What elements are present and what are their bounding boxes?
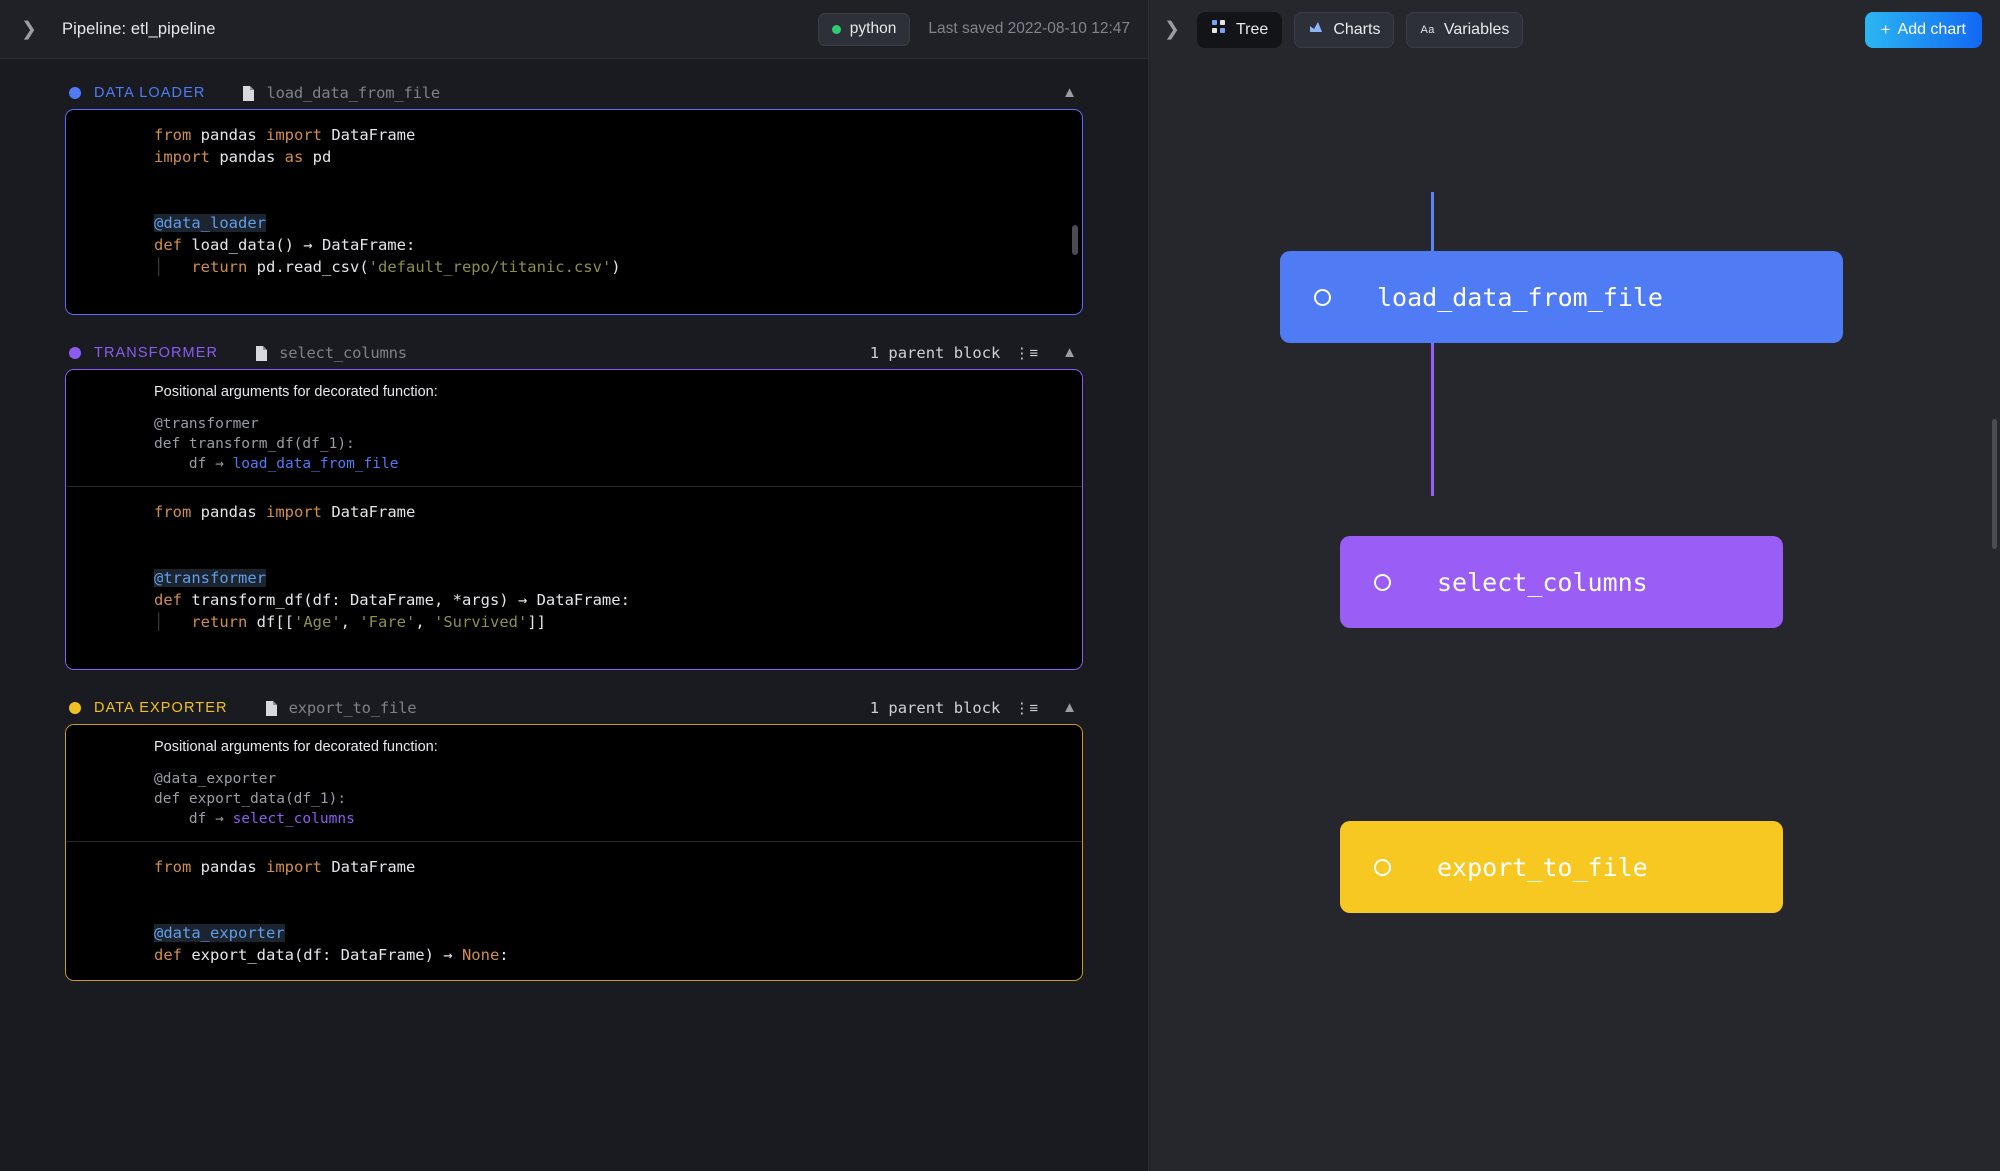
circle-idle-icon [1374,573,1391,591]
last-saved-text: Last saved 2022-08-10 12:47 [928,20,1130,37]
page-title: Pipeline: etl_pipeline [62,19,216,38]
language-label: python [849,20,897,37]
tree-node-label: export_to_file [1437,852,1648,882]
block-type-dot-icon [69,347,81,359]
block-file[interactable]: load_data_from_file [241,84,440,102]
file-icon [254,345,269,362]
tree-icon [1211,19,1227,40]
tree-node-select-columns[interactable]: select_columns [1340,536,1783,628]
tab-variables-label: Variables [1443,20,1510,38]
tab-variables[interactable]: Aa Variables [1406,11,1524,48]
block-type-dot-icon [69,87,81,99]
tree-node-load-data-from-file[interactable]: load_data_from_file [1280,251,1843,343]
block-header: DATA LOADER load_data_from_file ▲ [65,77,1083,109]
code-card[interactable]: Positional arguments for decorated funct… [65,724,1083,981]
tree-node-label: select_columns [1437,567,1648,597]
docstring-title: Positional arguments for decorated funct… [154,739,438,755]
tab-charts-label: Charts [1333,20,1381,38]
block-type-label: DATA EXPORTER [94,700,228,716]
code-card[interactable]: Positional arguments for decorated funct… [65,369,1083,670]
add-chart-label: Add chart [1897,20,1966,38]
pipeline-header-right: python Last saved 2022-08-10 12:47 [817,12,1132,46]
tree-scrollbar-thumb[interactable] [1992,419,1997,549]
layers-icon[interactable]: ⋮≡ [1014,699,1039,717]
code-scrollbar-thumb[interactable] [1072,225,1078,255]
tab-tree[interactable]: Tree [1197,11,1283,48]
chevron-up-icon[interactable]: ▲ [1062,83,1077,101]
layers-icon[interactable]: ⋮≡ [1014,344,1039,362]
block-type-label: DATA LOADER [94,85,206,101]
chevron-up-icon[interactable]: ▲ [1062,343,1077,361]
tree-toolbar: ❯ Tree Charts Aa Variables + Add chart [1149,0,2000,59]
parent-block-count: 1 parent block [869,699,1001,717]
block-header: TRANSFORMER select_columns 1 parent bloc… [65,337,1083,369]
block-type-dot-icon [69,702,81,714]
plus-icon: + [1880,20,1891,39]
docstring-code: @transformer def transform_df(df_1): df … [154,416,399,472]
block-type-label: TRANSFORMER [94,345,219,361]
tab-charts[interactable]: Charts [1294,11,1395,48]
code-editor[interactable]: from pandas import DataFrame @transforme… [66,487,1082,669]
tree-node-export-to-file[interactable]: export_to_file [1340,821,1783,913]
block-data-exporter: DATA EXPORTER export_to_file 1 parent bl… [65,692,1083,1003]
tree-edge-transformer-to-exporter [1431,344,1434,496]
tree-node-label: load_data_from_file [1377,282,1663,312]
block-data-loader: DATA LOADER load_data_from_file ▲ from [65,77,1083,337]
docstring-title: Positional arguments for decorated funct… [154,384,438,400]
block-header-actions: 1 parent block ⋮≡ ▲ [869,343,1077,363]
tab-tree-label: Tree [1236,20,1269,38]
block-file[interactable]: export_to_file [264,699,417,717]
code-editor[interactable]: from pandas import DataFrame import pand… [66,110,1082,314]
block-file-name: select_columns [279,344,407,362]
code-editor[interactable]: from pandas import DataFrame @data_expor… [66,842,1082,980]
chart-icon [1308,19,1324,40]
block-header-actions: 1 parent block ⋮≡ ▲ [869,698,1077,718]
block-docstring: Positional arguments for decorated funct… [66,370,1082,487]
parent-block-link[interactable]: select_columns [232,811,355,827]
collapse-pane-icon[interactable]: ❯ [1164,19,1180,40]
code-card[interactable]: from pandas import DataFrame import pand… [65,109,1083,315]
block-file[interactable]: select_columns [254,344,407,362]
language-badge[interactable]: python [817,12,911,46]
circle-idle-icon [1374,858,1391,876]
circle-idle-icon [1314,288,1331,306]
parent-block-link[interactable]: load_data_from_file [232,456,399,472]
block-header: DATA EXPORTER export_to_file 1 parent bl… [65,692,1083,724]
docstring-code: @data_exporter def export_data(df_1): df… [154,771,355,827]
expand-sidebar-icon[interactable]: ❯ [21,18,37,40]
parent-block-count: 1 parent block [869,344,1001,362]
block-transformer: TRANSFORMER select_columns 1 parent bloc… [65,337,1083,692]
block-file-name: export_to_file [288,699,417,717]
aa-text-icon: Aa [1420,23,1435,36]
block-file-name: load_data_from_file [266,84,440,102]
pipeline-header: ❯ Pipeline: etl_pipeline python Last sav… [0,0,1148,59]
blocks-scroll-area[interactable]: DATA LOADER load_data_from_file ▲ from [0,59,1148,1171]
block-docstring: Positional arguments for decorated funct… [66,725,1082,842]
status-dot-icon [831,24,841,34]
file-icon [264,700,279,717]
pipeline-tree-canvas[interactable]: load_data_from_file select_columns expor… [1149,59,2000,1171]
add-chart-button[interactable]: + Add chart [1864,11,1982,48]
chevron-up-icon[interactable]: ▲ [1062,698,1077,716]
blocks-list: DATA LOADER load_data_from_file ▲ from [0,59,1148,1003]
block-header-actions: ▲ [1052,83,1077,102]
tree-pane: ❯ Tree Charts Aa Variables + Add chart [1148,0,2000,1171]
file-icon [241,85,256,102]
pipeline-editor-pane: ❯ Pipeline: etl_pipeline python Last sav… [0,0,1148,1171]
